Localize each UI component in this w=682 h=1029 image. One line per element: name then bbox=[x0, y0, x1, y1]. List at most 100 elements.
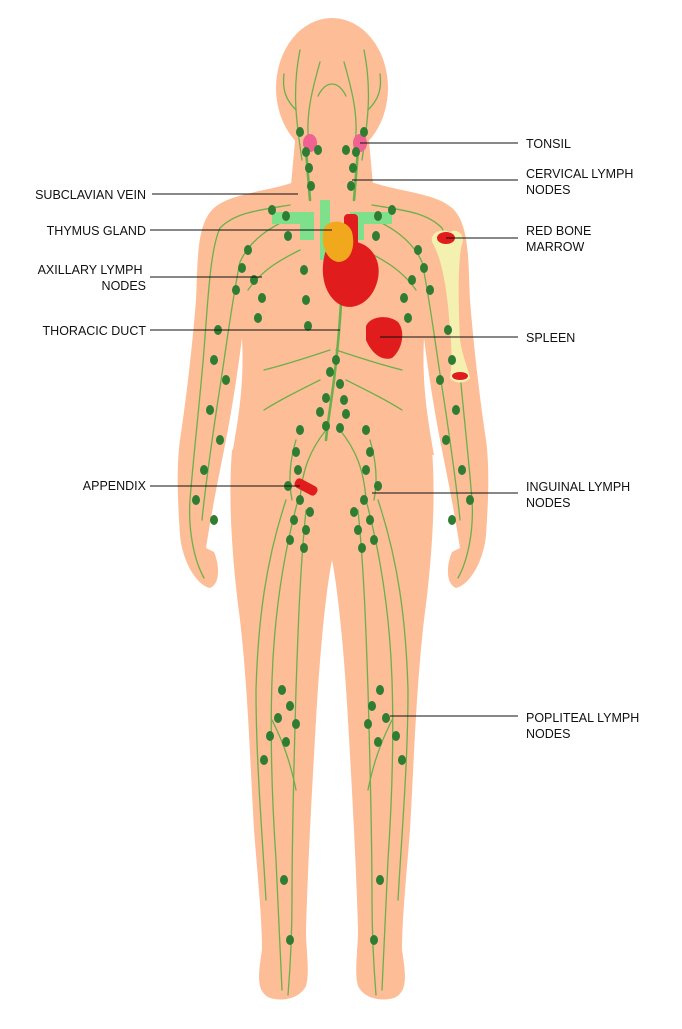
subclavian-vein-left bbox=[272, 212, 314, 240]
lymph-node bbox=[458, 465, 466, 475]
label-inguinal-lymph-nodes: INGUINAL LYMPH NODES bbox=[526, 480, 634, 510]
lymph-node bbox=[216, 435, 224, 445]
label-red-bone-marrow: RED BONE MARROW bbox=[526, 224, 595, 254]
lymph-node bbox=[268, 205, 276, 215]
lymph-node bbox=[340, 395, 348, 405]
lymph-node bbox=[306, 507, 314, 517]
lymph-node bbox=[392, 731, 400, 741]
lymph-node bbox=[362, 425, 370, 435]
lymph-nodes bbox=[192, 127, 474, 945]
lymph-node bbox=[296, 495, 304, 505]
lymph-node bbox=[364, 719, 372, 729]
lymph-node bbox=[210, 355, 218, 365]
lymph-node bbox=[436, 375, 444, 385]
lymph-node bbox=[286, 935, 294, 945]
label-spleen: SPLEEN bbox=[526, 331, 575, 345]
lymph-node bbox=[296, 425, 304, 435]
lymph-node bbox=[352, 147, 360, 157]
subclavian-vein-right bbox=[350, 212, 392, 240]
lymph-node bbox=[336, 423, 344, 433]
lymph-node bbox=[342, 145, 350, 155]
hips-and-legs bbox=[230, 450, 434, 1000]
lymph-node bbox=[278, 685, 286, 695]
lymph-node bbox=[254, 313, 262, 323]
lymph-node bbox=[444, 325, 452, 335]
body-silhouette bbox=[177, 18, 489, 1000]
lymph-node bbox=[358, 543, 366, 553]
lymph-node bbox=[448, 515, 456, 525]
lymph-node bbox=[280, 875, 288, 885]
appendix bbox=[294, 478, 318, 496]
lymph-node bbox=[302, 147, 310, 157]
lymph-node bbox=[414, 245, 422, 255]
label-thymus-gland: THYMUS GLAND bbox=[47, 224, 146, 238]
lymph-node bbox=[294, 465, 302, 475]
lymph-node bbox=[274, 713, 282, 723]
lymph-node bbox=[292, 447, 300, 457]
red-bone-marrow-bottom bbox=[452, 372, 468, 380]
lymph-node bbox=[192, 495, 200, 505]
lymph-node bbox=[420, 263, 428, 273]
lymph-node bbox=[286, 535, 294, 545]
humerus-bone bbox=[431, 230, 470, 383]
lymph-node bbox=[372, 231, 380, 241]
lymph-node bbox=[404, 313, 412, 323]
lymph-node bbox=[304, 321, 312, 331]
lymph-node bbox=[200, 465, 208, 475]
lymph-node bbox=[307, 181, 315, 191]
lymph-node bbox=[374, 481, 382, 491]
lymph-node bbox=[347, 181, 355, 191]
lymph-node bbox=[316, 407, 324, 417]
lymph-node bbox=[408, 275, 416, 285]
lymph-node bbox=[258, 293, 266, 303]
lymph-node bbox=[350, 507, 358, 517]
lymph-node bbox=[300, 543, 308, 553]
label-cervical-lymph-nodes: CERVICAL LYMPH NODES bbox=[526, 167, 637, 197]
label-appendix: APPENDIX bbox=[83, 479, 147, 493]
lymph-node bbox=[322, 421, 330, 431]
lymph-node bbox=[426, 285, 434, 295]
lymph-node bbox=[292, 719, 300, 729]
lymph-node bbox=[232, 285, 240, 295]
lymph-node bbox=[388, 205, 396, 215]
lymph-node bbox=[374, 211, 382, 221]
lymph-node bbox=[326, 367, 334, 377]
lymph-node bbox=[238, 263, 246, 273]
lymph-node bbox=[322, 393, 330, 403]
lymph-node bbox=[466, 495, 474, 505]
lymph-node bbox=[314, 145, 322, 155]
lymph-node bbox=[382, 713, 390, 723]
lymph-node bbox=[336, 379, 344, 389]
lymph-node bbox=[296, 127, 304, 137]
lymph-node bbox=[370, 535, 378, 545]
lymph-node bbox=[398, 755, 406, 765]
lymph-node bbox=[360, 127, 368, 137]
lymph-node bbox=[282, 737, 290, 747]
lymph-node bbox=[376, 875, 384, 885]
spleen bbox=[366, 317, 403, 359]
lymph-node bbox=[332, 355, 340, 365]
lymph-node bbox=[366, 515, 374, 525]
lymph-node bbox=[452, 405, 460, 415]
label-thoracic-duct: THORACIC DUCT bbox=[43, 324, 147, 338]
lymph-node bbox=[354, 525, 362, 535]
lymph-node bbox=[366, 447, 374, 457]
labels: TONSIL CERVICAL LYMPH NODES SUBCLAVIAN V… bbox=[35, 137, 643, 741]
lymph-node bbox=[362, 465, 370, 475]
label-subclavian-vein: SUBCLAVIAN VEIN bbox=[35, 188, 146, 202]
lymph-node bbox=[302, 525, 310, 535]
lymph-node bbox=[210, 515, 218, 525]
lymph-node bbox=[282, 211, 290, 221]
lymph-node bbox=[222, 375, 230, 385]
head bbox=[276, 18, 388, 158]
label-popliteal-lymph-nodes: POPLITEAL LYMPH NODES bbox=[526, 711, 643, 741]
lymph-node bbox=[300, 265, 308, 275]
lymph-node bbox=[284, 231, 292, 241]
label-tonsil: TONSIL bbox=[526, 137, 571, 151]
lymph-node bbox=[286, 701, 294, 711]
lymph-node bbox=[400, 293, 408, 303]
lymph-node bbox=[302, 295, 310, 305]
lymph-node bbox=[244, 245, 252, 255]
